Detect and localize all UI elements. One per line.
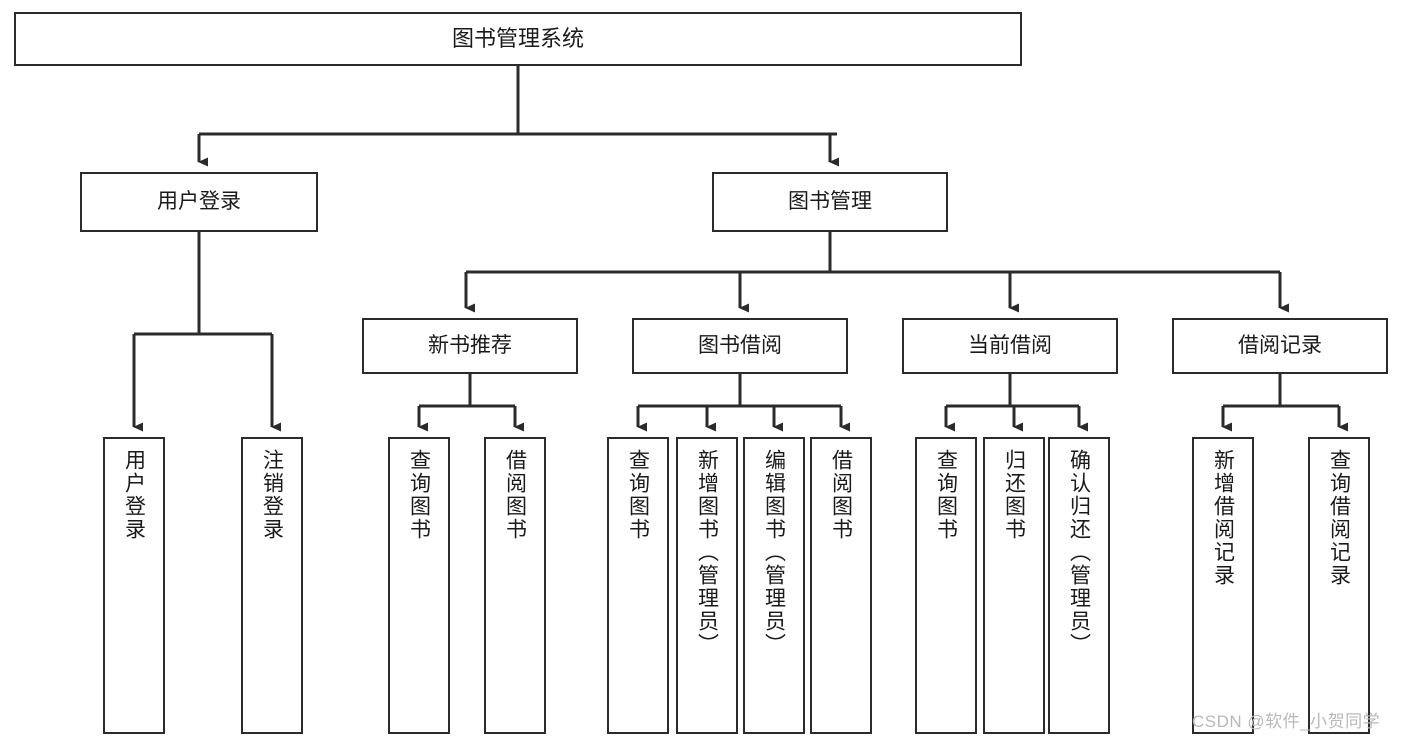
edge-group-book-borrow (636, 374, 850, 432)
node-new-book-recommend[interactable]: 新书推荐 (362, 318, 578, 374)
node-leaf-add-record-label: 新增借阅记录 (1211, 449, 1235, 587)
node-leaf-add-book[interactable]: 新增图书（管理员） (676, 437, 738, 734)
node-leaf-logout[interactable]: 注销登录 (241, 437, 303, 734)
edge-group-new-book-recommend (417, 374, 524, 432)
node-leaf-borrow-book-1-label: 借阅图书 (503, 449, 527, 541)
edge-group-user-login (132, 232, 281, 432)
node-current-borrow-label: 当前借阅 (968, 334, 1052, 358)
node-book-borrow[interactable]: 图书借阅 (632, 318, 848, 374)
node-leaf-borrow-book-1[interactable]: 借阅图书 (484, 437, 546, 734)
node-leaf-edit-book[interactable]: 编辑图书（管理员） (743, 437, 805, 734)
node-leaf-borrow-book-2-label: 借阅图书 (829, 449, 853, 541)
node-leaf-return-book[interactable]: 归还图书 (983, 437, 1045, 734)
edge-group-current-borrow (944, 374, 1088, 432)
node-leaf-confirm-return-label: 确认归还（管理员） (1067, 449, 1091, 656)
node-book-manage[interactable]: 图书管理 (712, 172, 948, 232)
node-leaf-edit-book-label: 编辑图书（管理员） (762, 449, 786, 656)
csdn-watermark: CSDN @软件_小贺同学 (1192, 712, 1381, 731)
node-leaf-query-book-2-label: 查询图书 (626, 449, 650, 541)
node-borrow-record-label: 借阅记录 (1238, 334, 1322, 358)
node-leaf-logout-label: 注销登录 (260, 449, 284, 541)
node-root[interactable]: 图书管理系统 (14, 12, 1022, 66)
node-leaf-query-book-1-label: 查询图书 (407, 449, 431, 541)
node-leaf-user-login-label: 用户登录 (122, 449, 146, 541)
node-leaf-query-book-3-label: 查询图书 (934, 449, 958, 541)
node-user-login-label: 用户登录 (157, 190, 241, 214)
node-leaf-query-book-3[interactable]: 查询图书 (915, 437, 977, 734)
node-leaf-return-book-label: 归还图书 (1002, 449, 1026, 541)
edge-group-book-manage (464, 232, 1289, 313)
node-book-manage-label: 图书管理 (788, 190, 872, 214)
node-leaf-add-book-label: 新增图书（管理员） (695, 449, 719, 656)
node-leaf-query-book-1[interactable]: 查询图书 (388, 437, 450, 734)
node-leaf-confirm-return[interactable]: 确认归还（管理员） (1048, 437, 1110, 734)
edge-group-borrow-record (1221, 374, 1348, 432)
node-borrow-record[interactable]: 借阅记录 (1172, 318, 1388, 374)
node-root-label: 图书管理系统 (451, 25, 584, 51)
node-leaf-user-login[interactable]: 用户登录 (103, 437, 165, 734)
node-leaf-add-record[interactable]: 新增借阅记录 (1192, 437, 1254, 734)
node-book-borrow-label: 图书借阅 (698, 334, 782, 358)
node-leaf-query-record-label: 查询借阅记录 (1327, 449, 1351, 587)
node-user-login[interactable]: 用户登录 (80, 172, 318, 232)
node-leaf-query-record[interactable]: 查询借阅记录 (1308, 437, 1370, 734)
node-current-borrow[interactable]: 当前借阅 (902, 318, 1118, 374)
node-leaf-query-book-2[interactable]: 查询图书 (607, 437, 669, 734)
node-new-book-recommend-label: 新书推荐 (428, 334, 512, 358)
edge-group-root (197, 66, 839, 167)
node-leaf-borrow-book-2[interactable]: 借阅图书 (810, 437, 872, 734)
